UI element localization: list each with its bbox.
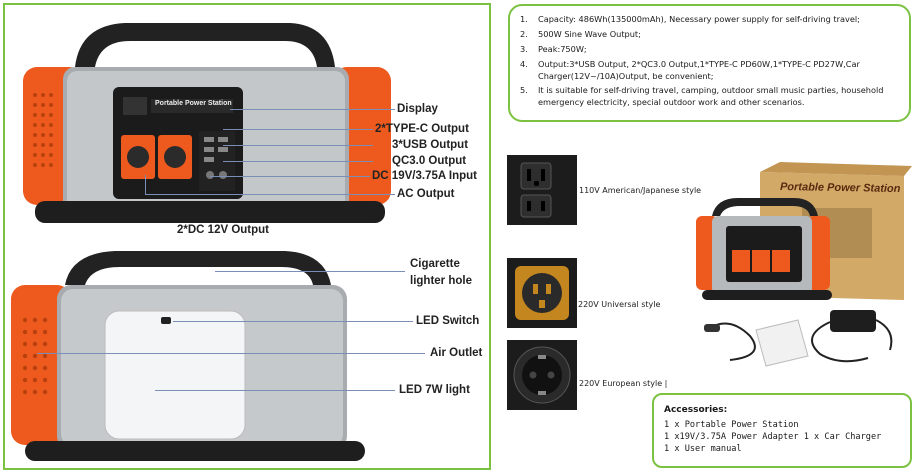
socket-universal-label: 220V Universal style: [578, 300, 661, 309]
callout-line-display: [230, 109, 395, 110]
spec-text: Capacity: 486Wh(135000mAh), Necessary po…: [538, 14, 860, 24]
spec-text: Peak:750W;: [538, 43, 587, 54]
spec-text: Output:3*USB Output, 2*QC3.0 Output,1*TY…: [538, 58, 860, 81]
box-title: Portable Power Station: [779, 180, 901, 196]
specs-box: 1. Capacity: 486Wh(135000mAh), Necessary …: [508, 4, 911, 122]
callout-cigarette-text: Cigarette lighter hole: [410, 258, 472, 287]
callout-qc: QC3.0 Output: [392, 155, 467, 167]
accessories-title: Accessories:: [664, 405, 728, 415]
power-station-back-image: [11, 251, 365, 461]
socket-universal-icon: [507, 258, 577, 328]
callout-line-cigarette: [215, 271, 405, 272]
callout-line-qc: [223, 161, 373, 162]
callout-line-led-switch: [173, 321, 413, 322]
socket-american-label: 110V American/Japanese style: [579, 186, 702, 195]
socket-european-label: 220V European style |: [579, 379, 668, 388]
callout-typec: 2*TYPE-C Output: [375, 123, 469, 135]
spec-num: 4.: [520, 58, 528, 69]
callout-line-typec: [223, 129, 373, 130]
callout-display: Display: [397, 103, 438, 115]
power-station-front-image: [23, 23, 391, 223]
spec-text: It is suitable for self-driving travel, …: [538, 85, 884, 108]
screen-title: Portable Power Station: [155, 100, 232, 107]
callout-dc-input: DC 19V/3.75A Input: [372, 170, 478, 182]
spec-num: 3.: [520, 43, 528, 54]
product-diagram-panel: Portable Power Station Display 2*TYPE-C …: [3, 3, 491, 470]
socket-american-icon: [507, 155, 577, 225]
callout-led-light: LED 7W light: [399, 384, 470, 396]
callout-ac: AC Output: [397, 188, 455, 200]
callout-line-led-light: [155, 390, 395, 391]
accessory-item: 1 x Portable Power Station: [664, 419, 799, 430]
callout-cigarette: Cigarette lighter hole: [410, 256, 472, 289]
callout-led-switch: LED Switch: [416, 315, 480, 327]
spec-num: 5.: [520, 85, 528, 96]
accessory-item: 1 x User manual: [664, 443, 742, 454]
spec-item: 1. Capacity: 486Wh(135000mAh), Necessary …: [520, 14, 899, 26]
spec-item: 3. Peak:750W;: [520, 44, 899, 56]
socket-european-icon: [507, 340, 577, 410]
accessory-item: 1 x19V/3.75A Power Adapter 1 x Car Charg…: [664, 431, 882, 442]
callout-vline-ac: [145, 175, 146, 194]
callout-air: Air Outlet: [430, 347, 483, 359]
callout-dc12: 2*DC 12V Output: [177, 224, 270, 236]
callout-line-usb: [223, 145, 373, 146]
package-contents-image: [696, 162, 912, 367]
callout-line-dc-input: [210, 176, 370, 177]
spec-num: 1.: [520, 14, 528, 24]
spec-item: 4. Output:3*USB Output, 2*QC3.0 Output,1*…: [520, 59, 899, 83]
callout-line-ac: [145, 194, 395, 195]
accessories-box: Accessories: 1 x Portable Power Station …: [652, 393, 912, 468]
spec-text: 500W Sine Wave Output;: [538, 28, 641, 39]
spec-num: 2.: [520, 28, 528, 39]
callout-line-air: [37, 353, 425, 354]
specs-list: 1. Capacity: 486Wh(135000mAh), Necessary …: [520, 14, 899, 109]
spec-item: 2. 500W Sine Wave Output;: [520, 29, 899, 41]
spec-item: 5. It is suitable for self-driving travel…: [520, 85, 899, 109]
callout-usb: 3*USB Output: [392, 139, 469, 151]
